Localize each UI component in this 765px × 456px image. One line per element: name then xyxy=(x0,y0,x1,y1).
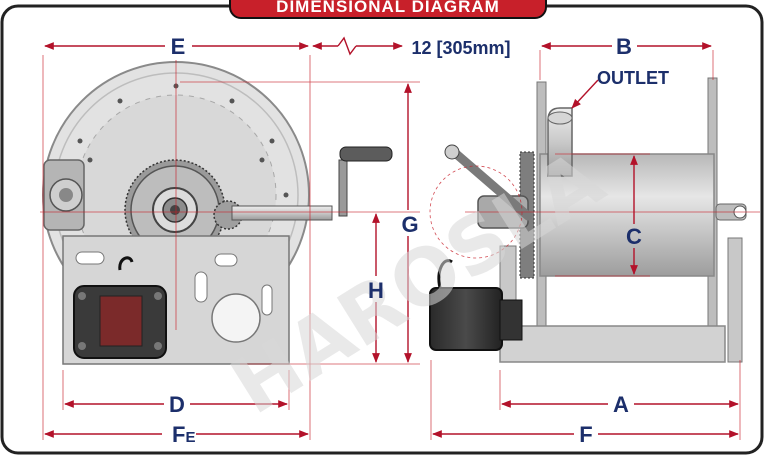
dim-label-fe-main: F xyxy=(172,422,185,447)
reference-lines xyxy=(40,50,760,440)
dim-label-c: C xyxy=(626,224,642,249)
dim-label-f: F xyxy=(579,422,592,447)
dim-label-b: B xyxy=(616,34,632,59)
dim-label-a: A xyxy=(613,392,629,417)
crank-shaft xyxy=(231,205,333,221)
dim-label-g: G xyxy=(401,212,418,237)
diagram-title: DIMENSIONAL DIAGRAM xyxy=(276,0,500,16)
outlet-label: OUTLET xyxy=(597,68,669,88)
dim-label-offset: 12 [305mm] xyxy=(411,38,510,58)
crank-handle xyxy=(339,146,393,162)
dim-label-h: H xyxy=(368,278,384,303)
side-view xyxy=(429,77,747,363)
dim-label-fe-sub: E xyxy=(185,429,195,446)
dim-label-d: D xyxy=(169,392,185,417)
crank-arm xyxy=(338,159,348,217)
dim-label-e: E xyxy=(171,34,186,59)
title-badge: DIMENSIONAL DIAGRAM xyxy=(229,0,547,19)
side-crank xyxy=(449,147,533,221)
dimension-arrows xyxy=(44,36,739,438)
side-base xyxy=(499,325,726,363)
dimension-labels: E 12 [305mm] B OUTLET G H C D A FE F xyxy=(169,34,669,447)
dim-label-fe: FE xyxy=(172,422,195,447)
